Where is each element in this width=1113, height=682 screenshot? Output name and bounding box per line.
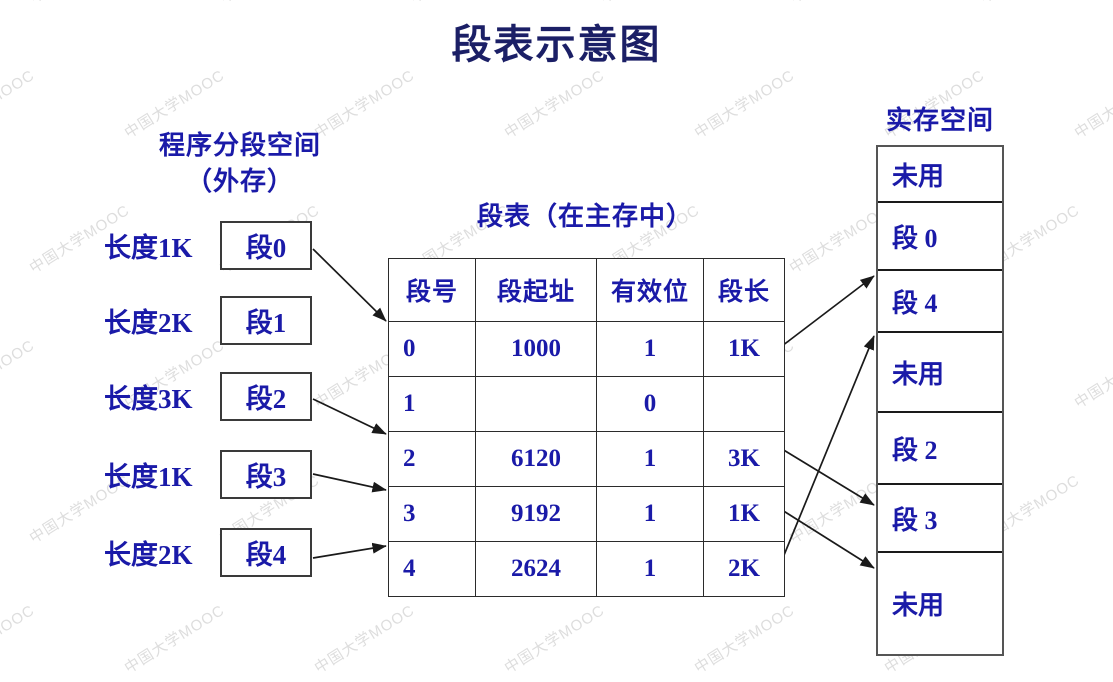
cell-valid-bit: 0 <box>596 376 704 432</box>
arrow-seg0-to-row0 <box>312 248 387 322</box>
cell-valid-bit: 1 <box>596 486 704 542</box>
program-space-heading-line1: 程序分段空间 <box>158 130 321 160</box>
arrow-row0-to-memory-segment-0 <box>781 275 875 347</box>
page-title: 段表示意图 <box>451 23 662 67</box>
segment-length-label-2: 长度3K <box>104 384 193 414</box>
program-segment-box-1[interactable]: 段1 <box>220 296 312 345</box>
table-row: 1 0 <box>388 376 785 432</box>
arrow-seg2-to-row2 <box>312 398 387 435</box>
segment-length-label-3: 长度1K <box>104 462 193 492</box>
segment-length-label-1: 长度2K <box>104 308 193 338</box>
table-row: 0 1000 1 1K <box>388 321 785 377</box>
real-memory-heading: 实存空间 <box>885 105 994 135</box>
watermark-text: 中国大学MOOC <box>311 601 418 677</box>
table-header-row: 段号 段起址 有效位 段长 <box>388 258 785 322</box>
cell-valid-bit: 1 <box>596 431 704 487</box>
cell-start-addr: 9192 <box>475 486 597 542</box>
table-row: 4 2624 1 2K <box>388 541 785 597</box>
cell-start-addr: 6120 <box>475 431 597 487</box>
cell-seg-no: 3 <box>388 486 476 542</box>
cell-start-addr: 2624 <box>475 541 597 597</box>
real-memory-column: 未用 段 0 段 4 未用 段 2 段 3 未用 <box>876 145 1004 656</box>
watermark-text: 中国大学MOOC <box>0 66 38 142</box>
column-header-seg-no: 段号 <box>388 258 476 322</box>
watermark-text: 中国大学MOOC <box>215 0 323 8</box>
memory-cell-segment-4: 段 4 <box>878 271 1002 333</box>
memory-cell-segment-0: 段 0 <box>878 203 1002 271</box>
memory-cell-segment-3: 段 3 <box>878 485 1002 553</box>
watermark-text: 中国大学MOOC <box>501 601 608 677</box>
memory-cell-unused-bottom: 未用 <box>892 591 945 620</box>
column-header-seg-len: 段长 <box>703 258 785 322</box>
watermark-text: 中国大学MOOC <box>1071 336 1113 412</box>
cell-start-addr: 1000 <box>475 321 597 377</box>
cell-valid-bit: 1 <box>596 321 704 377</box>
cell-seg-len: 3K <box>703 431 785 487</box>
cell-valid-bit: 1 <box>596 541 704 597</box>
cell-seg-no: 1 <box>388 376 476 432</box>
cell-seg-no: 4 <box>388 541 476 597</box>
memory-cell-unused-top: 未用 <box>878 147 1002 203</box>
cell-start-addr <box>475 376 597 432</box>
watermark-text: 中国大学MOOC <box>1071 66 1113 142</box>
column-header-valid-bit: 有效位 <box>596 258 704 322</box>
watermark-text: 中国大学MOOC <box>501 66 608 142</box>
program-segment-box-2[interactable]: 段2 <box>220 372 312 421</box>
program-segment-box-0[interactable]: 段0 <box>220 221 312 270</box>
cell-seg-no: 2 <box>388 431 476 487</box>
arrow-row2-to-memory-segment-2 <box>781 448 875 506</box>
watermark-text: 中国大学MOOC <box>121 601 228 677</box>
cell-seg-len: 1K <box>703 486 785 542</box>
watermark-text: 中国大学MOOC <box>785 0 893 8</box>
arrow-row4-to-memory-segment-4 <box>781 335 875 561</box>
cell-seg-len <box>703 376 785 432</box>
arrow-row3-to-memory-segment-3 <box>781 509 875 569</box>
cell-seg-len: 2K <box>703 541 785 597</box>
memory-cell-segment-2: 段 2 <box>878 413 1002 485</box>
arrow-seg4-to-row4 <box>312 542 387 559</box>
watermark-text: 中国大学MOOC <box>0 336 38 412</box>
watermark-text: 中国大学MOOC <box>975 0 1083 8</box>
column-header-start-addr: 段起址 <box>475 258 597 322</box>
memory-cell-unused-mid: 未用 <box>878 333 1002 413</box>
watermark-text: 中国大学MOOC <box>691 601 798 677</box>
watermark-text: 中国大学MOOC <box>595 0 703 8</box>
segment-length-label-4: 长度2K <box>104 540 193 570</box>
segment-table: 段号 段起址 有效位 段长 0 1000 1 1K 1 0 2 6120 1 3… <box>388 258 785 597</box>
watermark-text: 中国大学MOOC <box>691 66 798 142</box>
cell-seg-len: 1K <box>703 321 785 377</box>
watermark-text: 中国大学MOOC <box>25 0 133 8</box>
table-row: 2 6120 1 3K <box>388 431 785 487</box>
watermark-text: 中国大学MOOC <box>405 0 513 8</box>
program-segment-box-4[interactable]: 段4 <box>220 528 312 577</box>
segment-table-heading: 段表（在主存中） <box>476 201 693 231</box>
watermark-text: 中国大学MOOC <box>0 601 38 677</box>
table-row: 3 9192 1 1K <box>388 486 785 542</box>
program-segment-box-3[interactable]: 段3 <box>220 450 312 499</box>
program-space-heading-line2: （外存） <box>185 166 294 196</box>
cell-seg-no: 0 <box>388 321 476 377</box>
segment-length-label-0: 长度1K <box>104 233 193 263</box>
arrow-seg3-to-row3 <box>312 473 387 493</box>
